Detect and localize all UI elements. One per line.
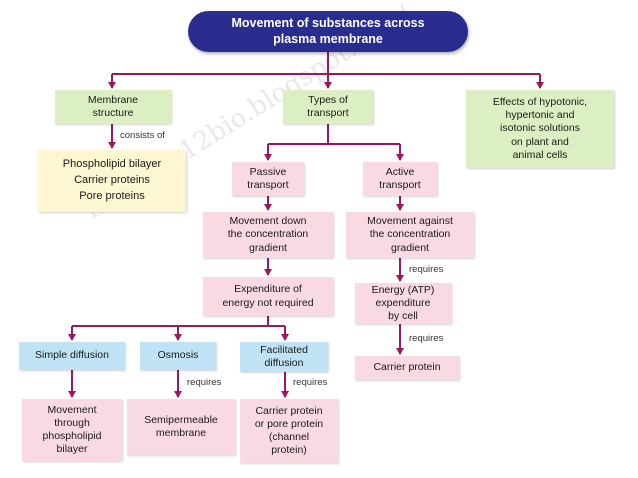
effects-node: Effects of hypotonic, hypertonic and iso… (466, 90, 614, 168)
facilitated-diffusion-node: Facilitated diffusion (240, 342, 328, 372)
membrane-components-node: Phospholipid bilayer Carrier proteins Po… (38, 150, 186, 212)
movement-against-gradient-node: Movement against the concentration gradi… (346, 212, 474, 258)
passive-transport-node: Passive transport (232, 162, 304, 196)
through-bilayer-node: Movement through phospholipid bilayer (22, 399, 122, 461)
requires-label-osmosis: requires (187, 377, 222, 388)
requires-label-facilitated: requires (293, 377, 328, 388)
energy-not-required-node: Expenditure of energy not required (203, 277, 333, 316)
movement-down-gradient-node: Movement down the concentration gradient (203, 212, 333, 258)
carrier-protein-active-node: Carrier protein (355, 356, 459, 380)
energy-atp-node: Energy (ATP) expenditure by cell (355, 283, 451, 324)
main-title: Movement of substances across plasma mem… (188, 11, 468, 52)
semipermeable-membrane-node: Semipermeable membrane (127, 399, 235, 455)
types-of-transport-node: Types of transport (283, 90, 373, 124)
consists-of-label: consists of (120, 130, 165, 141)
requires-label-active-2: requires (409, 333, 444, 344)
requires-label-active-1: requires (409, 264, 444, 275)
simple-diffusion-node: Simple diffusion (19, 342, 125, 370)
osmosis-node: Osmosis (140, 342, 216, 370)
carrier-or-pore-protein-node: Carrier protein or pore protein (channel… (240, 399, 338, 463)
active-transport-node: Active transport (363, 162, 437, 196)
membrane-structure-node: Membrane structure (55, 90, 171, 124)
